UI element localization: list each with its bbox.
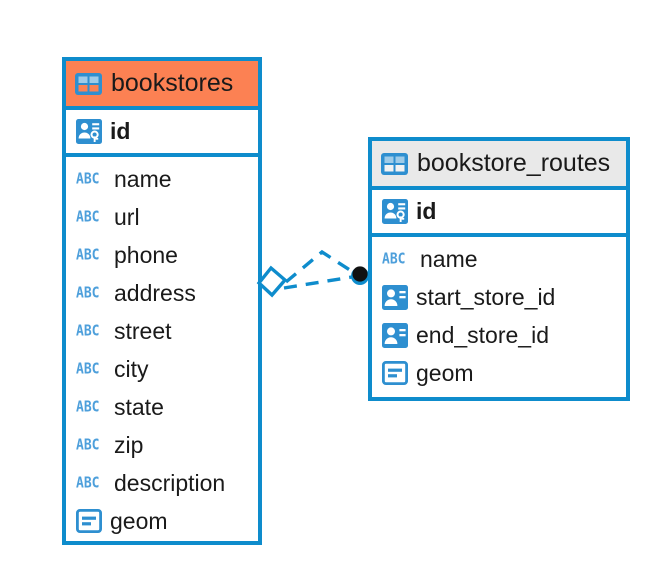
abc-text-icon: ABC — [76, 170, 100, 188]
abc-text-icon: ABC — [76, 436, 100, 454]
field-row-geom[interactable]: geom — [66, 502, 258, 540]
entity-title: bookstores — [111, 69, 234, 97]
abc-text-icon: ABC — [382, 250, 406, 268]
entity-title: bookstore_routes — [417, 149, 611, 177]
abc-text-icon: ABC — [76, 284, 100, 302]
field-row-geom[interactable]: geom — [372, 354, 626, 392]
field-label: description — [114, 469, 226, 496]
geometry-icon — [382, 361, 408, 385]
field-label: name — [114, 165, 172, 192]
field-label: end_store_id — [416, 321, 549, 348]
entity-header-bookstores[interactable]: bookstores — [66, 61, 258, 110]
foreign-key-icon — [382, 322, 408, 348]
field-label: id — [416, 198, 437, 224]
primary-key-icon — [382, 199, 408, 224]
field-label: geom — [110, 507, 168, 534]
entity-bookstores[interactable]: bookstores id ABC name — [62, 57, 262, 545]
field-row-primary-key[interactable]: id — [372, 190, 626, 237]
field-label: phone — [114, 241, 178, 268]
field-label: start_store_id — [416, 283, 556, 310]
field-row-primary-key[interactable]: id — [66, 110, 258, 157]
abc-text-icon: ABC — [76, 322, 100, 340]
field-label: state — [114, 393, 164, 420]
field-row-street[interactable]: ABC street — [66, 312, 258, 350]
field-label: name — [420, 245, 478, 272]
abc-text-icon: ABC — [76, 474, 100, 492]
relationship-lines — [283, 249, 357, 290]
field-label: city — [114, 355, 149, 382]
field-list-bookstore-routes: ABC name start_store_id — [372, 237, 626, 392]
field-row-description[interactable]: ABC description — [66, 464, 258, 502]
filled-dot-marker — [351, 266, 369, 285]
field-label: geom — [416, 359, 474, 386]
abc-text-icon: ABC — [76, 208, 100, 226]
entity-bookstore-routes[interactable]: bookstore_routes id ABC name — [368, 137, 630, 401]
foreign-key-icon — [382, 284, 408, 310]
abc-text-icon: ABC — [76, 246, 100, 264]
field-row-address[interactable]: ABC address — [66, 274, 258, 312]
field-label: url — [114, 203, 140, 230]
abc-text-icon: ABC — [76, 398, 100, 416]
field-row-start-store-id[interactable]: start_store_id — [372, 278, 626, 316]
abc-text-icon: ABC — [76, 360, 100, 378]
field-row-city[interactable]: ABC city — [66, 350, 258, 388]
field-row-url[interactable]: ABC url — [66, 198, 258, 236]
field-row-name[interactable]: ABC name — [372, 240, 626, 278]
field-row-zip[interactable]: ABC zip — [66, 426, 258, 464]
field-label: id — [110, 118, 131, 144]
field-row-state[interactable]: ABC state — [66, 388, 258, 426]
field-row-end-store-id[interactable]: end_store_id — [372, 316, 626, 354]
field-row-phone[interactable]: ABC phone — [66, 236, 258, 274]
field-row-name[interactable]: ABC name — [66, 160, 258, 198]
table-icon — [381, 152, 408, 175]
field-label: street — [114, 317, 172, 344]
field-list-bookstores: ABC name ABC url ABC phone ABC address A… — [66, 157, 258, 540]
field-label: address — [114, 279, 196, 306]
primary-key-icon — [76, 119, 102, 144]
diamond-marker — [256, 265, 288, 298]
geometry-icon — [76, 509, 102, 533]
field-label: zip — [114, 431, 144, 458]
entity-header-bookstore-routes[interactable]: bookstore_routes — [372, 141, 626, 190]
table-icon — [75, 72, 102, 95]
